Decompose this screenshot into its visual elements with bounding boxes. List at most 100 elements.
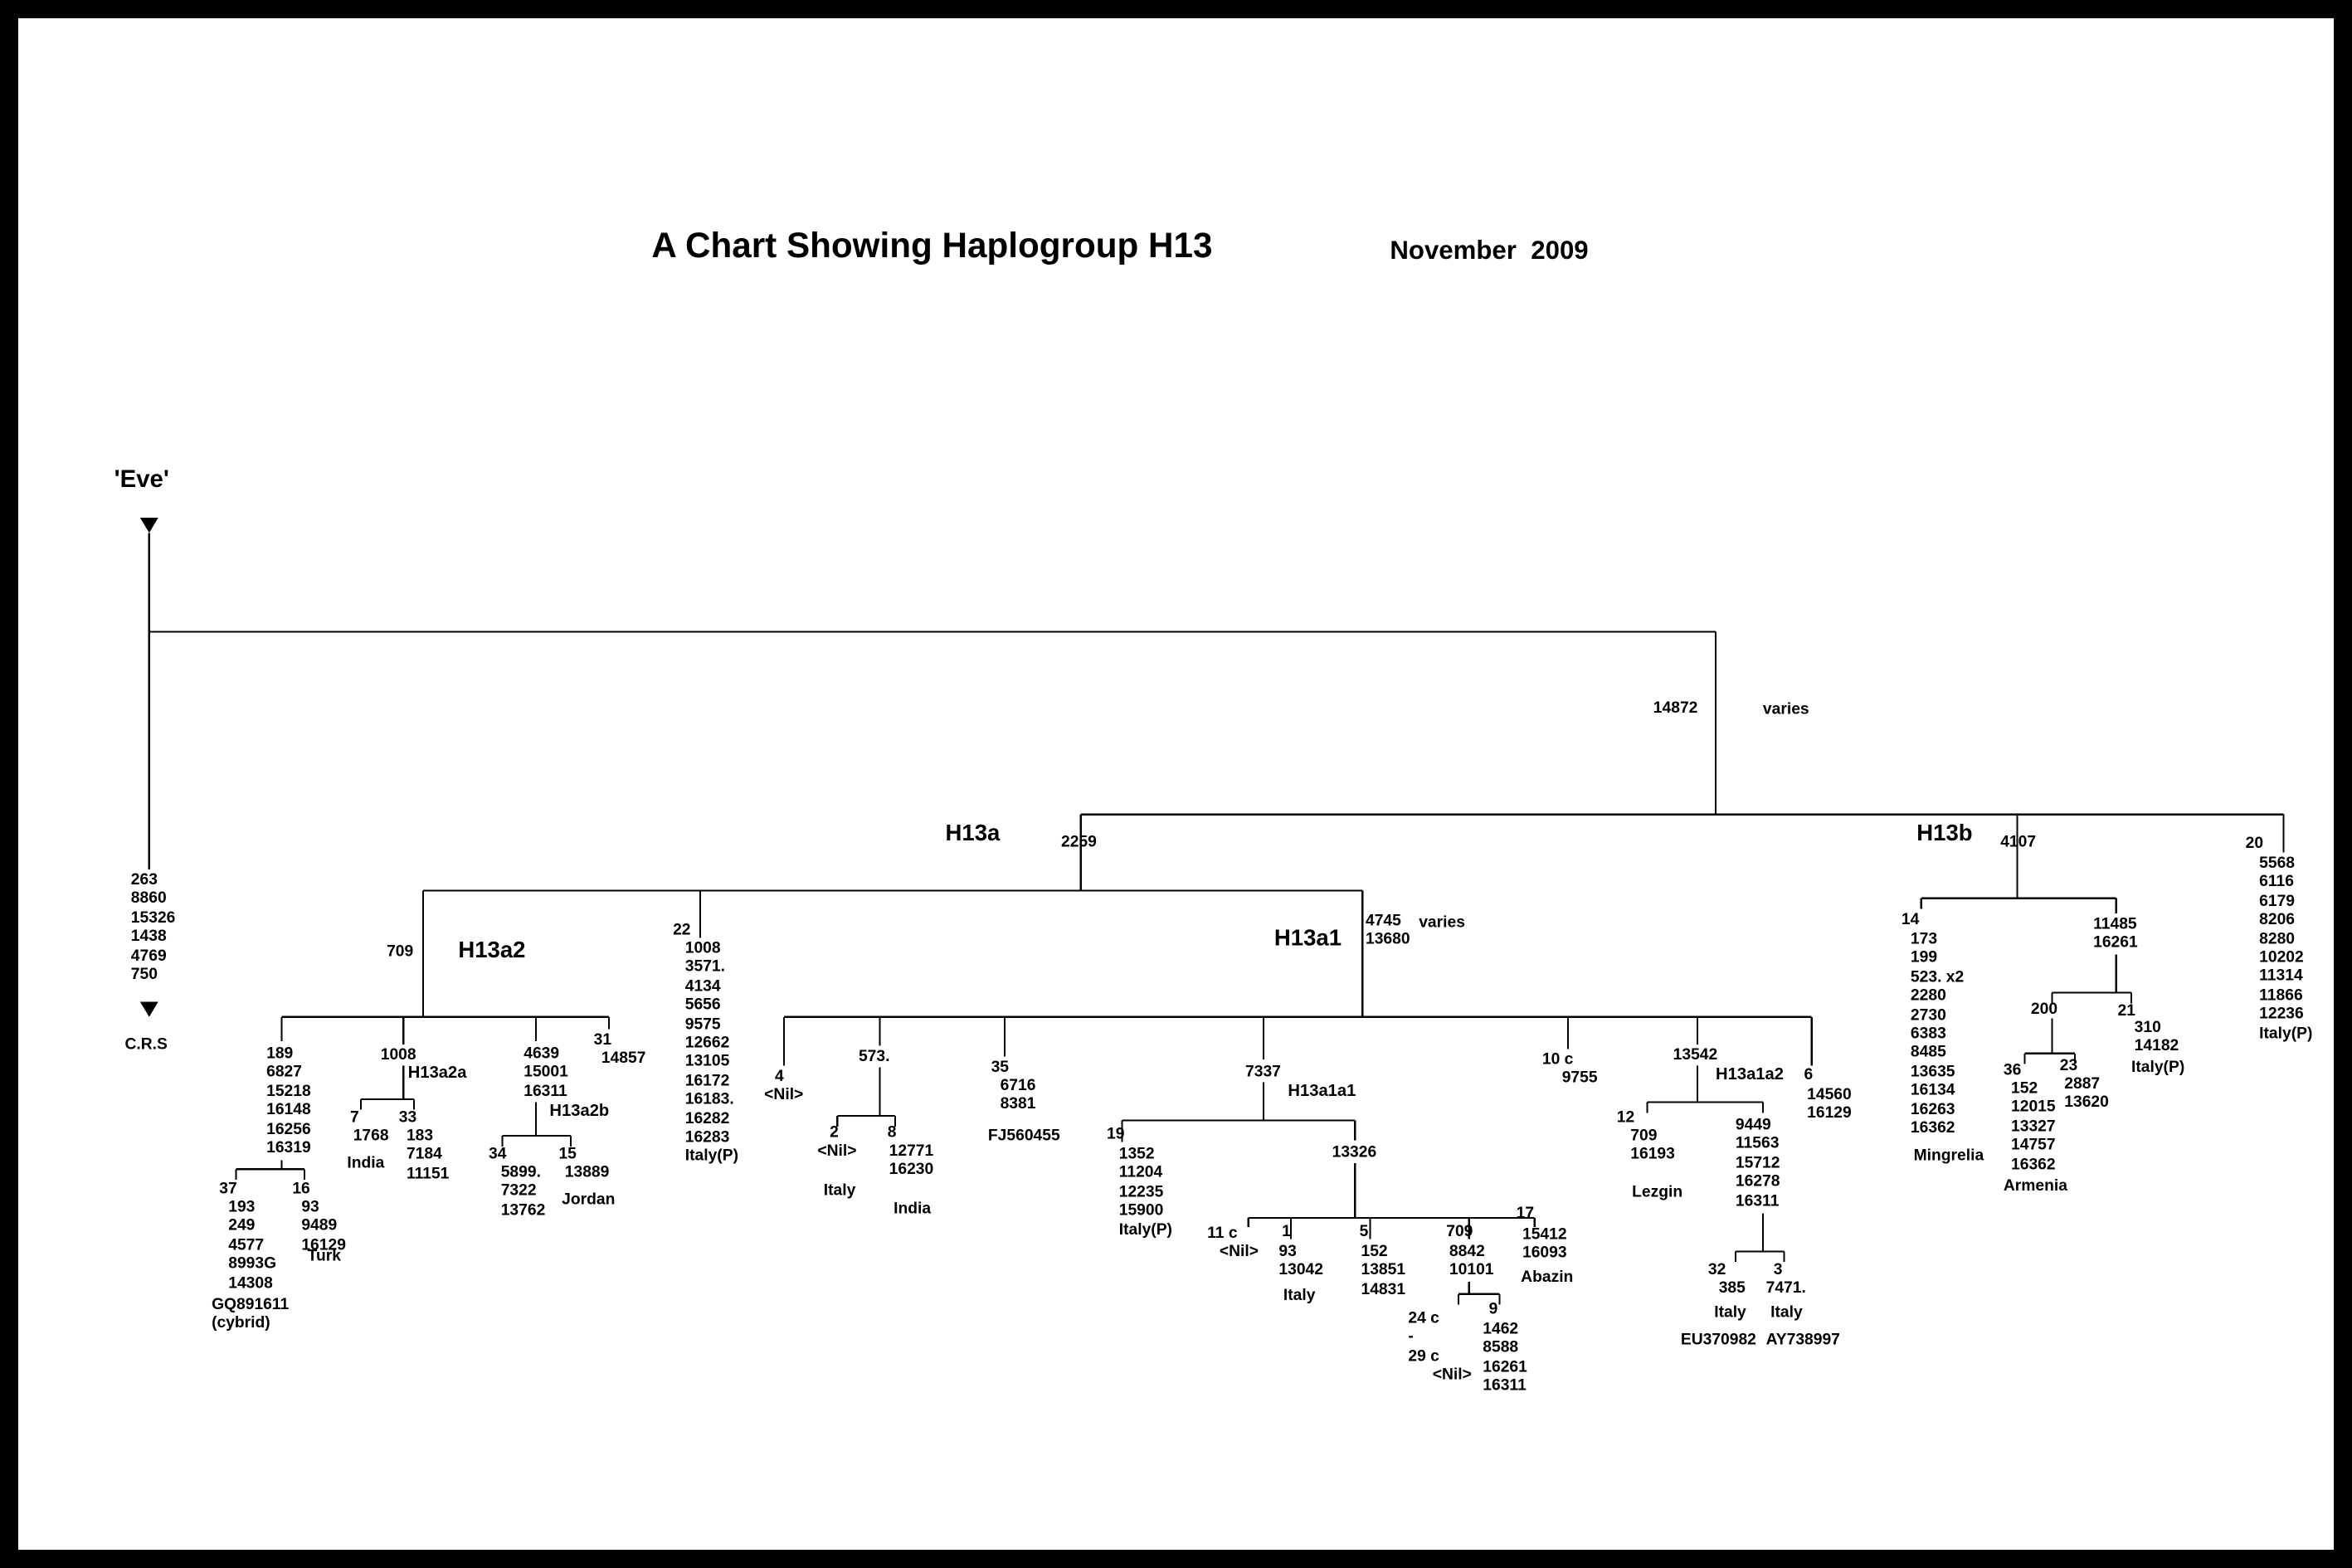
branch34-mutations: 5899. 7322 13762 (500, 1162, 546, 1220)
h13b-label: H13b (1916, 821, 1973, 847)
branch24c-lines: 24 c - 29 c (1408, 1309, 1439, 1366)
branch5-mutations: 152 13851 14831 (1361, 1242, 1406, 1298)
branch573-number: 573. (858, 1047, 890, 1066)
branch16-mutations: 93 9489 16129 (301, 1198, 346, 1254)
h13a2-mutation: 709 (387, 942, 414, 961)
branch11c-number: 11 c (1207, 1224, 1238, 1243)
branch6-number: 6 (1804, 1065, 1814, 1084)
branch19-number: 19 (1107, 1125, 1125, 1144)
h13a1a2-label: H13a1a2 (1716, 1065, 1784, 1084)
branch24c-nil: <Nil> (1432, 1365, 1472, 1385)
branch32-number: 32 (1707, 1260, 1726, 1279)
branch22-number: 22 (673, 921, 691, 940)
branch16-population: Turk (307, 1246, 342, 1265)
branch19-mutations: 1352 11204 12235 15900 Italy(P) (1118, 1144, 1172, 1239)
branch8-number: 8 (887, 1123, 897, 1142)
h13a2a-mutation: 1008 (380, 1045, 416, 1064)
branch10c-mutations: 9755 (1561, 1069, 1598, 1088)
branch35-mutations: 6716 8381 (1000, 1076, 1036, 1114)
branch1-population: Italy (1283, 1286, 1316, 1305)
branch2-nil: <Nil> (817, 1142, 857, 1161)
branch17-mutations: 15412 16093 (1522, 1225, 1567, 1263)
branch36-mutations: 152 12015 13327 14757 16362 (2011, 1079, 2056, 1174)
eve-mutations: 263 8860 15326 1438 4769 750 (130, 870, 176, 984)
branch7-number: 7 (350, 1108, 359, 1127)
branch17-population: Abazin (1521, 1268, 1574, 1287)
h13a1-note: varies (1419, 913, 1465, 933)
branch3-number: 3 (1773, 1260, 1783, 1279)
branch9-number: 9 (1488, 1300, 1498, 1319)
branch14-mutations: 173 199 523. x2 2280 2730 6383 8485 1363… (1910, 930, 1965, 1137)
h13a2-label: H13a2 (458, 937, 526, 964)
h13a1a2-mutation: 13542 (1673, 1045, 1718, 1064)
branch15-population: Jordan (562, 1190, 616, 1209)
branch3-mutations: 7471. (1765, 1278, 1806, 1298)
branch22-mutations: 1008 3571. 4134 5656 9575 12662 13105 16… (684, 939, 739, 1166)
branch11c-nil: <Nil> (1219, 1242, 1259, 1261)
down-arrow-icon (139, 517, 158, 533)
root-mutation: 14872 (1653, 699, 1698, 718)
branch20-mutations: 5568 6116 6179 8206 8280 10202 11314 118… (2259, 854, 2313, 1043)
branch7-population: India (347, 1153, 385, 1172)
h13a2a-label: H13a2a (407, 1064, 467, 1083)
branch21-number: 21 (2117, 1001, 2135, 1020)
h13b-mutation: 4107 (2000, 832, 2037, 851)
branch31-number: 31 (593, 1030, 612, 1049)
branch15-mutations: 13889 (564, 1162, 610, 1181)
chart-date: November 2009 (1390, 236, 1589, 265)
branch709-mutations: 8842 10101 (1449, 1242, 1494, 1280)
root-note: varies (1762, 700, 1809, 719)
branch12-mutations: 709 16193 (1630, 1126, 1675, 1164)
branch9-mutations: 1462 8588 16261 16311 (1483, 1319, 1527, 1395)
branch709-number: 709 (1446, 1222, 1473, 1241)
h13a1a1-label: H13a1a1 (1288, 1082, 1356, 1101)
h13a2b-mutations: 4639 15001 16311 (523, 1044, 568, 1101)
branch37-number: 37 (219, 1180, 237, 1199)
branch32-mutations: 385 (1718, 1278, 1746, 1298)
branch14-population: Mingrelia (1913, 1146, 1984, 1165)
h13a1-mutation: 4745 (1365, 912, 1401, 931)
chart-title: A Chart Showing Haplogroup H13 (651, 225, 1213, 265)
branch1-mutations: 93 13042 (1278, 1242, 1323, 1280)
branch189-mutations: 189 6827 15218 16148 16256 16319 (266, 1044, 311, 1157)
h13a-mutation: 2259 (1060, 832, 1097, 851)
branch33-mutations: 183 7184 11151 (406, 1126, 450, 1183)
branch4-nil: <Nil> (764, 1085, 804, 1104)
branch17-number: 17 (1516, 1204, 1535, 1223)
h13a1-label: H13a1 (1273, 925, 1342, 952)
branch4-number: 4 (775, 1067, 784, 1086)
branch12-number: 12 (1616, 1108, 1635, 1127)
h13a1a1-mutation: 7337 (1245, 1062, 1281, 1081)
branch37-mutations: 193 249 4577 8993G 14308 (228, 1198, 277, 1293)
h13a1-mutation2: 13680 (1365, 930, 1410, 949)
branch11485-mutations: 11485 16261 (2093, 914, 2138, 952)
branch36-population: Armenia (2003, 1176, 2067, 1195)
branch20-number: 20 (2245, 834, 2264, 853)
branch2-number: 2 (830, 1123, 839, 1142)
branch21-population: Italy(P) (2131, 1058, 2185, 1077)
branch23-mutations: 2887 13620 (2064, 1074, 2109, 1113)
branch2-population: Italy (823, 1181, 856, 1200)
branch16-number: 16 (292, 1180, 310, 1199)
crs-label: C.R.S (124, 1035, 168, 1054)
h13a-label: H13a (945, 821, 1001, 847)
branch35-accession: FJ560455 (987, 1126, 1060, 1145)
branch3-accession: AY738997 (1765, 1330, 1840, 1349)
eve-label: 'Eve' (114, 467, 169, 494)
branch8-population: India (894, 1199, 932, 1218)
down-arrow-icon (139, 1001, 158, 1017)
branch33-number: 33 (398, 1108, 417, 1127)
branch34-number: 34 (489, 1144, 507, 1163)
branch7-mutations: 1768 (353, 1126, 389, 1145)
branch1-number: 1 (1282, 1222, 1291, 1241)
branch200-number: 200 (2030, 1000, 2058, 1019)
branch32-population: Italy (1714, 1303, 1746, 1322)
branch35-number: 35 (991, 1058, 1010, 1077)
branch13326-number: 13326 (1332, 1143, 1377, 1162)
branch21-mutations: 310 14182 (2134, 1018, 2179, 1056)
branch36-number: 36 (2003, 1060, 2022, 1080)
branch31-mutations: 14857 (601, 1049, 646, 1068)
